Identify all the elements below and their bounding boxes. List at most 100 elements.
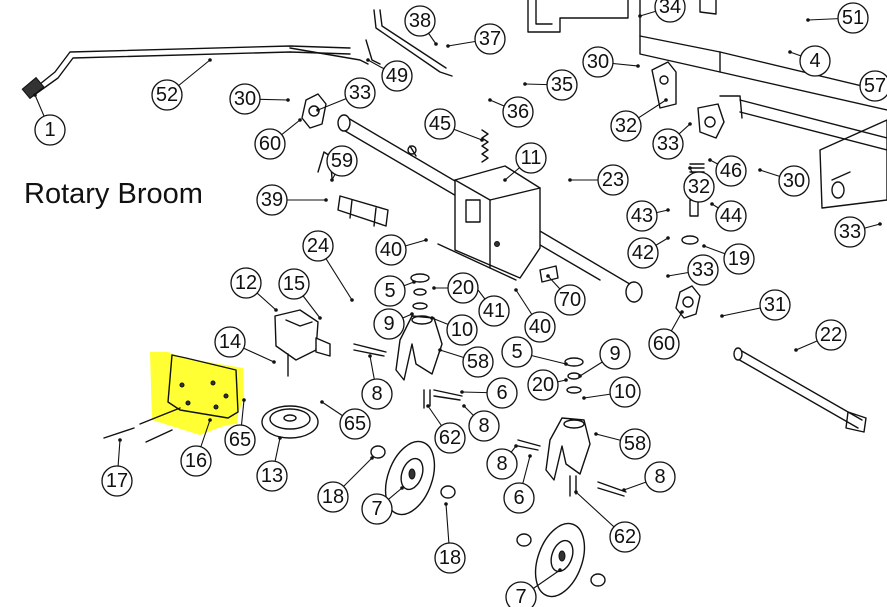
- callout-12[interactable]: 12: [230, 267, 262, 299]
- callout-39[interactable]: 39: [256, 184, 288, 216]
- callout-9[interactable]: 9: [599, 338, 631, 370]
- callout-7[interactable]: 7: [505, 581, 537, 607]
- callout-circle: [478, 295, 510, 327]
- callout-30[interactable]: 30: [778, 165, 810, 197]
- callout-37[interactable]: 37: [474, 23, 506, 55]
- callout-circle: [515, 142, 547, 174]
- callout-label: 31: [764, 294, 786, 316]
- callout-5[interactable]: 5: [374, 275, 406, 307]
- callout-23[interactable]: 23: [597, 164, 629, 196]
- callout-18[interactable]: 18: [317, 481, 349, 513]
- callout-34[interactable]: 34: [654, 0, 686, 23]
- callout-62[interactable]: 62: [434, 422, 466, 454]
- callout-8[interactable]: 8: [486, 448, 518, 480]
- callout-1[interactable]: 1: [34, 114, 66, 146]
- callout-label: 13: [261, 465, 283, 487]
- callout-41[interactable]: 41: [478, 295, 510, 327]
- callout-40[interactable]: 40: [375, 234, 407, 266]
- callout-33[interactable]: 33: [652, 128, 684, 160]
- leader-dot-19: [702, 244, 706, 248]
- callout-circle: [404, 5, 436, 37]
- callout-32[interactable]: 32: [683, 171, 715, 203]
- part-16-highlight[interactable]: [150, 352, 244, 435]
- leader-dot-36: [488, 98, 492, 102]
- callout-circle: [474, 23, 506, 55]
- callout-44[interactable]: 44: [715, 200, 747, 232]
- callout-45[interactable]: 45: [424, 108, 456, 140]
- part-60-plate-right: [675, 285, 701, 319]
- callout-58[interactable]: 58: [619, 428, 651, 460]
- callout-label: 40: [529, 316, 551, 338]
- callout-circle: [446, 314, 478, 346]
- callout-70[interactable]: 70: [554, 284, 586, 316]
- callout-19[interactable]: 19: [723, 243, 755, 275]
- callout-65[interactable]: 65: [339, 408, 371, 440]
- callout-circle: [837, 2, 869, 34]
- callout-label: 52: [156, 84, 178, 106]
- callout-circle: [339, 408, 371, 440]
- callout-58[interactable]: 58: [462, 346, 494, 378]
- callout-30[interactable]: 30: [229, 83, 261, 115]
- callout-10[interactable]: 10: [446, 314, 478, 346]
- callout-59[interactable]: 59: [326, 145, 358, 177]
- callout-15[interactable]: 15: [278, 268, 310, 300]
- callout-label: 58: [624, 433, 646, 455]
- callout-8[interactable]: 8: [644, 461, 676, 493]
- callout-42[interactable]: 42: [627, 237, 659, 269]
- callout-13[interactable]: 13: [256, 460, 288, 492]
- callout-5[interactable]: 5: [501, 336, 533, 368]
- callout-46[interactable]: 46: [715, 155, 747, 187]
- callout-label: 33: [349, 82, 371, 104]
- callout-14[interactable]: 14: [214, 326, 246, 358]
- callout-circle: [687, 254, 719, 286]
- callout-8[interactable]: 8: [468, 410, 500, 442]
- leader-dot-8: [514, 444, 518, 448]
- callout-24[interactable]: 24: [302, 230, 334, 262]
- callout-51[interactable]: 51: [837, 2, 869, 34]
- callout-38[interactable]: 38: [404, 5, 436, 37]
- callout-17[interactable]: 17: [101, 465, 133, 497]
- callout-33[interactable]: 33: [687, 254, 719, 286]
- leader-dot-65: [242, 398, 246, 402]
- callout-16[interactable]: 16: [180, 445, 212, 477]
- callout-60[interactable]: 60: [648, 328, 680, 360]
- callout-10[interactable]: 10: [609, 376, 641, 408]
- callout-62[interactable]: 62: [609, 521, 641, 553]
- callout-31[interactable]: 31: [759, 289, 791, 321]
- callout-circle: [34, 114, 66, 146]
- callout-32[interactable]: 32: [610, 110, 642, 142]
- callout-label: 30: [783, 170, 805, 192]
- callout-20[interactable]: 20: [527, 369, 559, 401]
- callout-52[interactable]: 52: [151, 79, 183, 111]
- callout-6[interactable]: 6: [486, 377, 518, 409]
- callout-20[interactable]: 20: [447, 272, 479, 304]
- leader-dot-40: [514, 288, 518, 292]
- callout-30[interactable]: 30: [582, 46, 614, 78]
- callout-label: 44: [720, 205, 742, 227]
- callout-40[interactable]: 40: [524, 311, 556, 343]
- callout-22[interactable]: 22: [815, 319, 847, 351]
- part-11-tube: [337, 114, 643, 303]
- callout-35[interactable]: 35: [546, 69, 578, 101]
- callout-43[interactable]: 43: [626, 200, 658, 232]
- callout-7[interactable]: 7: [361, 493, 393, 525]
- callout-36[interactable]: 36: [502, 96, 534, 128]
- leader-dot-45: [480, 138, 484, 142]
- callout-11[interactable]: 11: [515, 142, 547, 174]
- callout-60[interactable]: 60: [254, 128, 286, 160]
- callout-33[interactable]: 33: [344, 77, 376, 109]
- callout-8[interactable]: 8: [361, 378, 393, 410]
- part-18-bushing-upper: [370, 445, 386, 459]
- callout-49[interactable]: 49: [381, 60, 413, 92]
- callout-4[interactable]: 4: [799, 45, 831, 77]
- callout-label: 51: [842, 7, 864, 29]
- callout-57[interactable]: 57: [859, 70, 887, 102]
- callout-65[interactable]: 65: [224, 424, 256, 456]
- callout-label: 20: [532, 374, 554, 396]
- callout-33[interactable]: 33: [834, 216, 866, 248]
- callout-circle: [434, 422, 466, 454]
- callout-6[interactable]: 6: [503, 482, 535, 514]
- callout-18[interactable]: 18: [434, 542, 466, 574]
- leader-dot-5: [412, 280, 416, 284]
- callout-9[interactable]: 9: [373, 308, 405, 340]
